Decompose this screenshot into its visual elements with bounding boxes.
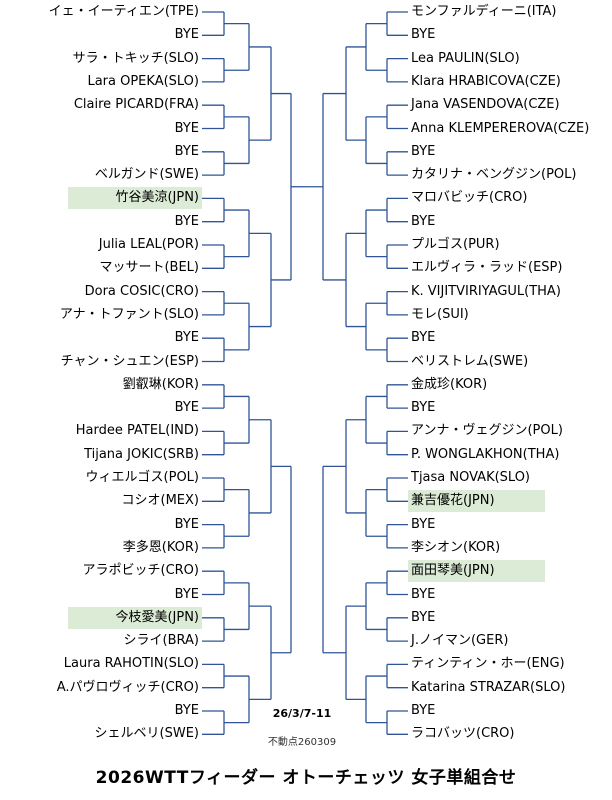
left-player-entry: マッサート(BEL)	[99, 260, 199, 276]
left-player-entry: BYE	[174, 703, 199, 718]
right-player-entry: BYE	[411, 400, 436, 416]
left-player-entry: BYE	[174, 120, 199, 136]
left-player-entry: イェ・イーティエン(TPE)	[48, 4, 199, 19]
fixed-point-note: 不動点260309	[267, 737, 337, 748]
left-player-entry: Claire PICARD(FRA)	[73, 97, 199, 113]
right-player-entry: Tjasa NOVAK(SLO)	[411, 470, 531, 485]
right-player-entry: BYE	[411, 143, 436, 159]
left-player-entry: BYE	[174, 400, 199, 416]
right-player-entry: ベリストレム(SWE)	[411, 353, 529, 369]
left-player-entry: BYE	[174, 586, 199, 602]
left-player-entry: BYE	[174, 330, 199, 346]
right-player-entry: モンファルディーニ(ITA)	[411, 4, 557, 19]
left-player-entry: Hardee PATEL(IND)	[75, 423, 199, 439]
right-player-entry: 面田琴美(JPN)	[408, 560, 545, 583]
right-player-entry: BYE	[411, 586, 436, 602]
left-player-entry: 劉叡琳(KOR)	[122, 376, 199, 392]
left-player-entry: Lara OPEKA(SLO)	[87, 73, 199, 89]
right-player-entry: Klara HRABICOVA(CZE)	[411, 73, 561, 89]
left-player-entry: Tijana JOKIC(SRB)	[84, 446, 199, 462]
left-player-entry: コシオ(MEX)	[121, 493, 199, 509]
left-player-entry: Laura RAHOTIN(SLO)	[63, 656, 199, 672]
right-player-entry: BYE	[411, 27, 436, 43]
left-player-entry: 今枝愛美(JPN)	[68, 606, 202, 629]
right-player-entry: アンナ・ヴェグジン(POL)	[411, 423, 563, 439]
right-player-entry: Anna KLEMPEREROVA(CZE)	[411, 120, 590, 136]
left-player-entry: 竹谷美涼(JPN)	[68, 187, 202, 210]
right-player-entry: BYE	[411, 609, 436, 625]
left-player-entry: BYE	[174, 213, 199, 229]
right-player-entry: Lea PAULIN(SLO)	[411, 50, 520, 66]
right-player-entry: プルゴス(PUR)	[411, 237, 500, 252]
right-player-entry: P. WONGLAKHON(THA)	[411, 446, 560, 462]
right-player-entry: J.ノイマン(GER)	[411, 633, 509, 649]
left-player-entry: Julia LEAL(POR)	[98, 237, 199, 252]
right-player-entry: BYE	[411, 703, 436, 718]
right-player-entry: Katarina STRAZAR(SLO)	[411, 679, 566, 695]
left-player-entry: シェルベリ(SWE)	[94, 726, 199, 742]
left-player-entry: アナ・トファント(SLO)	[59, 306, 199, 322]
right-player-entry: エルヴィラ・ラッド(ESP)	[411, 260, 563, 276]
left-player-entry: チャン・シュエン(ESP)	[60, 353, 199, 369]
left-player-entry: ウィエルゴス(POL)	[85, 470, 199, 485]
right-player-entry: BYE	[411, 516, 436, 532]
right-player-entry: 金成珍(KOR)	[411, 376, 488, 392]
left-player-entry: サラ・トキッチ(SLO)	[72, 50, 199, 66]
left-player-entry: BYE	[174, 27, 199, 43]
right-player-entry: ティンティン・ホー(ENG)	[411, 656, 565, 672]
right-player-entry: 兼吉優花(JPN)	[408, 490, 545, 513]
tournament-dates: 26/3/7-11	[272, 707, 332, 720]
right-player-entry: モレ(SUI)	[411, 306, 469, 322]
right-player-entry: BYE	[411, 213, 436, 229]
right-player-entry: ラコバッツ(CRO)	[411, 726, 515, 742]
left-player-entry: A.パヴロヴィッチ(CRO)	[56, 679, 199, 695]
right-player-entry: 李シオン(KOR)	[411, 539, 501, 555]
right-player-entry: BYE	[411, 330, 436, 346]
left-player-entry: シライ(BRA)	[123, 633, 199, 649]
page-title: 2026WTTフィーダー オトーチェッツ 女子単組合せ	[95, 768, 517, 788]
left-player-entry: アラポビッチ(CRO)	[82, 563, 200, 579]
left-player-entry: Dora COSIC(CRO)	[84, 283, 199, 299]
left-player-entry: BYE	[174, 143, 199, 159]
left-player-entry: BYE	[174, 516, 199, 532]
left-player-entry: ベルガンド(SWE)	[94, 167, 199, 183]
right-player-entry: K. VIJITVIRIYAGUL(THA)	[411, 283, 561, 299]
right-player-entry: カタリナ・ベングジン(POL)	[411, 167, 577, 183]
left-player-entry: 李多恩(KOR)	[122, 539, 199, 555]
right-player-entry: マロバビッチ(CRO)	[411, 190, 528, 206]
right-player-entry: Jana VASENDOVA(CZE)	[411, 97, 560, 113]
